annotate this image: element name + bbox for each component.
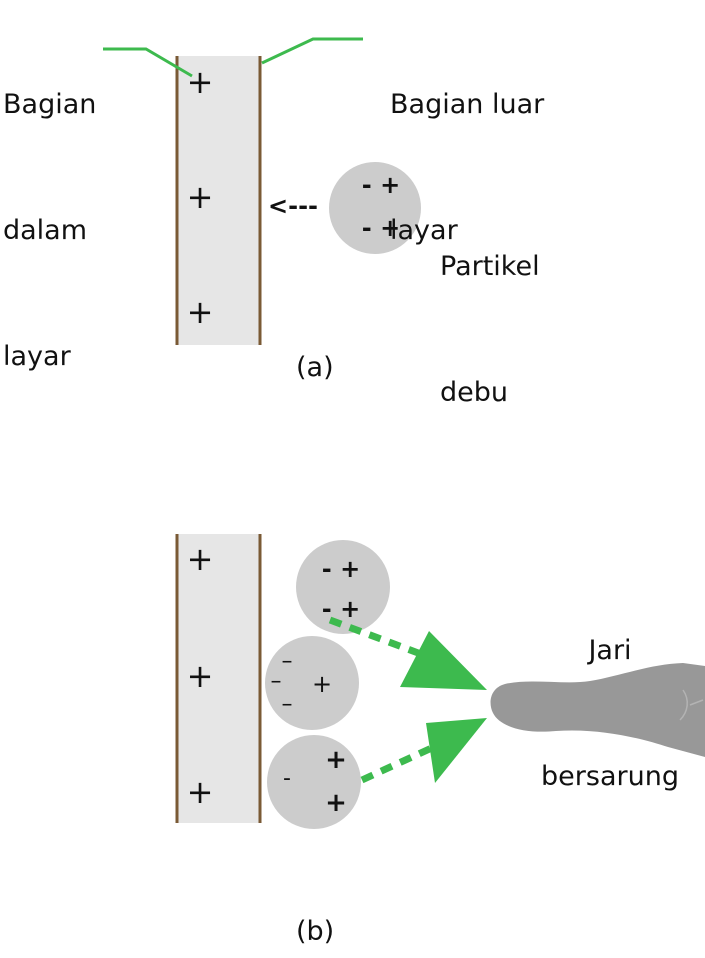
screen-charge-a-1: + [187,63,214,101]
outer-screen-label: Bagian luar layar [390,0,544,294]
screen-layer-b [177,534,260,823]
particle-b-mid-minus-3: – [282,692,293,717]
dust-particle-b-middle [265,636,359,730]
outer-screen-label-line-1: Bagian luar [390,89,545,120]
inner-screen-label-line-2: dalam [3,215,88,246]
screen-layer-a [177,56,260,345]
dashed-arrow-icon [360,718,487,784]
dust-particle-label-line-1: Partikel [440,251,540,282]
caption-a: (a) [296,352,334,383]
outer-leader-line [261,37,363,65]
dashed-arrow-icon [328,616,487,690]
screen-charge-b-1: + [187,540,214,578]
screen-charge-b-3: + [187,773,214,811]
particle-b-top-charges-1: - + [322,555,360,583]
particle-b-mid-minus-1: – [282,649,293,674]
caption-b: (b) [296,916,335,947]
gloved-finger-label-line-2: bersarung [541,761,679,792]
particle-b-bottom-minus: - [283,766,291,791]
panel-a: + + + <--- - + - + [103,37,421,345]
gloved-finger-label: Jari bersarung [520,546,700,840]
particle-b-bottom-plus-1: + [325,745,347,775]
particle-b-mid-minus-2: – [271,669,282,694]
dust-particle-b-top [296,540,390,634]
panel-b: + + + - + - + – – + – + - + [175,534,705,829]
particle-b-bottom-plus-2: + [325,788,347,818]
dust-particle-label-line-2: debu [440,377,509,408]
particle-b-top-charges-2: - + [322,595,360,623]
attraction-arrow-a: <--- [268,192,318,220]
dust-particle-label: Partikel debu [440,162,540,456]
screen-charge-a-3: + [187,293,214,331]
glove-finger-icon [490,663,705,757]
screen-charge-a-2: + [187,178,214,216]
dust-particle-a [329,162,421,254]
inner-screen-label: Bagian dalam layar [3,0,96,420]
inner-screen-label-line-1: Bagian [3,89,97,120]
particle-a-charges-1: - + [362,171,400,199]
particle-b-mid-plus: + [312,670,332,698]
particle-a-charges-2: - + [362,214,400,242]
inner-screen-label-line-3: layar [3,341,71,372]
gloved-finger-label-line-1: Jari [588,635,632,666]
screen-charge-b-2: + [187,657,214,695]
inner-leader-line [103,47,193,78]
outer-screen-label-line-2: layar [390,215,458,246]
dust-particle-b-bottom [267,735,361,829]
